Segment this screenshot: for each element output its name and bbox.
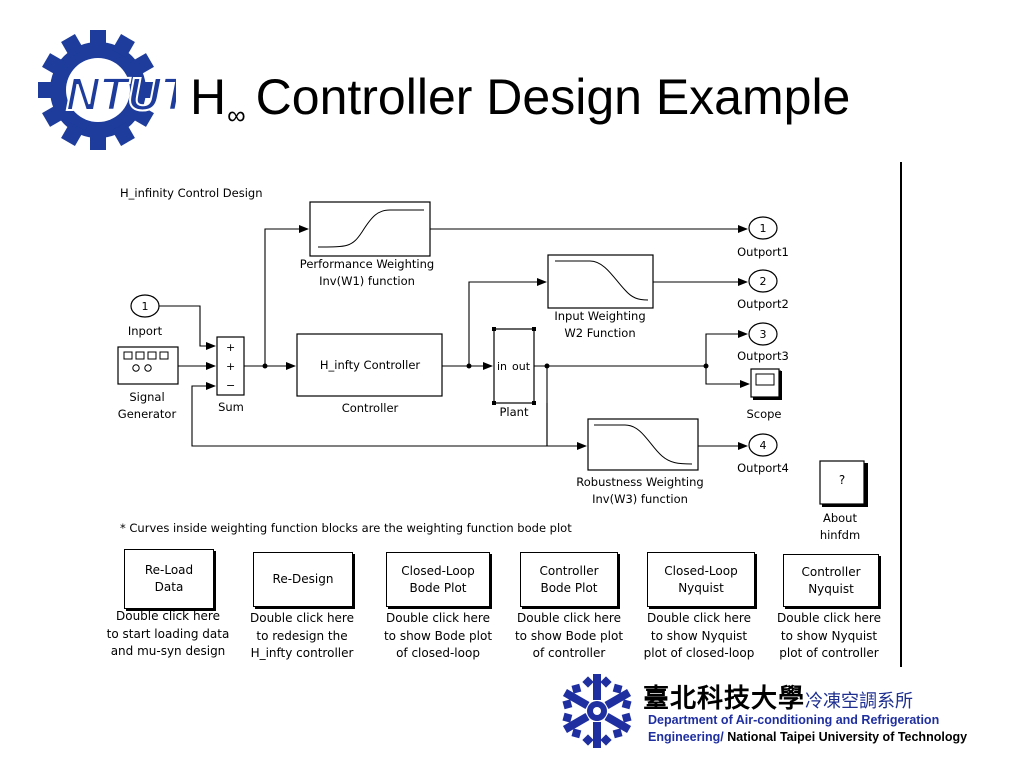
closed-loop-bode-plot-button[interactable]: Closed-Loop Bode Plot [386, 552, 490, 607]
outport2-number: 2 [760, 275, 767, 288]
inport-label: Inport [128, 324, 163, 338]
robustness-weighting-block[interactable] [587, 418, 699, 471]
reload-data-caption: Double click here to start loading data … [106, 609, 230, 658]
performance-weighting-label-1: Performance Weighting [300, 257, 434, 271]
outport1-block[interactable]: 1 [748, 216, 778, 240]
controller-nyquist-caption: Double click here to show Nyquist plot o… [776, 611, 881, 660]
input-weighting-label-2: W2 Function [564, 326, 635, 340]
branch-points [262, 363, 709, 369]
department-en-line-2a: Engineering/ [648, 730, 728, 744]
inport-number: 1 [142, 300, 149, 313]
outport2-label: Outport2 [737, 297, 789, 311]
title-main: H [190, 69, 227, 125]
ntut-logo: NTUT [38, 30, 176, 150]
sum-block[interactable]: + + − [216, 336, 245, 396]
controller-bode-plot-button[interactable]: Controller Bode Plot [520, 552, 618, 607]
signal-generator-label-2: Generator [118, 407, 177, 421]
reload-data-button[interactable]: Re-Load Data [124, 549, 214, 609]
title-rest: Controller Design Example [255, 69, 851, 125]
department-english-name: Department of Air-conditioning and Refri… [648, 712, 967, 746]
signal-generator-label-1: Signal [129, 390, 164, 404]
plant-in-port: in [497, 360, 507, 373]
about-hinfdm-block[interactable]: ? [819, 460, 868, 507]
footnote: * Curves inside weighting function block… [120, 521, 572, 535]
signal-generator-block[interactable] [117, 346, 179, 385]
controller-bode-caption: Double click here to show Bode plot of c… [514, 611, 624, 660]
closed-loop-bode-caption: Double click here to show Bode plot of c… [383, 611, 493, 660]
redesign-button[interactable]: Re-Design [253, 552, 353, 607]
plant-out-port: out [512, 360, 531, 373]
outport4-block[interactable]: 4 [748, 433, 778, 457]
outport3-number: 3 [760, 328, 767, 341]
about-label-2: hinfdm [820, 528, 860, 542]
sum-label: Sum [218, 400, 244, 414]
performance-weighting-block[interactable] [309, 201, 431, 257]
plant-block[interactable]: in out [492, 327, 536, 405]
controller-nyquist-button[interactable]: Controller Nyquist [783, 554, 879, 607]
department-cn: 冷凍空調系所 [805, 691, 914, 712]
logo-text: NTUT [66, 68, 176, 120]
sum-sign-1: + [226, 341, 235, 354]
about-label-1: About [823, 511, 857, 525]
robustness-weighting-label-1: Robustness Weighting [576, 475, 703, 489]
outport1-label: Outport1 [737, 245, 789, 259]
department-en-line-1: Department of Air-conditioning and Refri… [648, 713, 940, 727]
sum-sign-2: + [226, 360, 235, 373]
sum-sign-3: − [226, 379, 235, 392]
redesign-caption: Double click here to redesign the H_inft… [249, 611, 354, 660]
signal-lines [159, 225, 750, 450]
department-snowflake-logo [562, 674, 632, 748]
outport3-label: Outport3 [737, 349, 789, 363]
inport-block[interactable]: 1 [130, 294, 160, 318]
university-en: National Taipei University of Technology [727, 730, 968, 744]
input-weighting-label-1: Input Weighting [554, 309, 645, 323]
scope-block[interactable] [750, 368, 782, 400]
title-infinity-subscript: ∞ [227, 100, 246, 130]
university-chinese-name: 臺北科技大學冷凍空調系所 [643, 678, 913, 715]
slide-title: H∞ Controller Design Example [190, 68, 850, 131]
outport3-block[interactable]: 3 [748, 322, 778, 346]
about-question-mark: ? [839, 473, 845, 487]
controller-block-text: H_infty Controller [320, 358, 421, 372]
university-cn: 臺北科技大學 [643, 684, 806, 714]
outport4-number: 4 [760, 439, 767, 452]
controller-label: Controller [342, 401, 399, 415]
scope-label: Scope [746, 407, 781, 421]
closed-loop-nyquist-button[interactable]: Closed-Loop Nyquist [647, 552, 755, 607]
outport4-label: Outport4 [737, 461, 789, 475]
outport2-block[interactable]: 2 [748, 269, 778, 293]
closed-loop-nyquist-caption: Double click here to show Nyquist plot o… [643, 611, 755, 660]
plant-label: Plant [500, 405, 529, 419]
diagram-heading: H_infinity Control Design [120, 186, 263, 200]
performance-weighting-label-2: Inv(W1) function [319, 274, 415, 288]
window-edge-line [900, 162, 902, 667]
input-weighting-block[interactable] [547, 254, 654, 309]
controller-block[interactable]: H_infty Controller [296, 333, 443, 397]
outport1-number: 1 [760, 222, 767, 235]
robustness-weighting-label-2: Inv(W3) function [592, 492, 688, 506]
